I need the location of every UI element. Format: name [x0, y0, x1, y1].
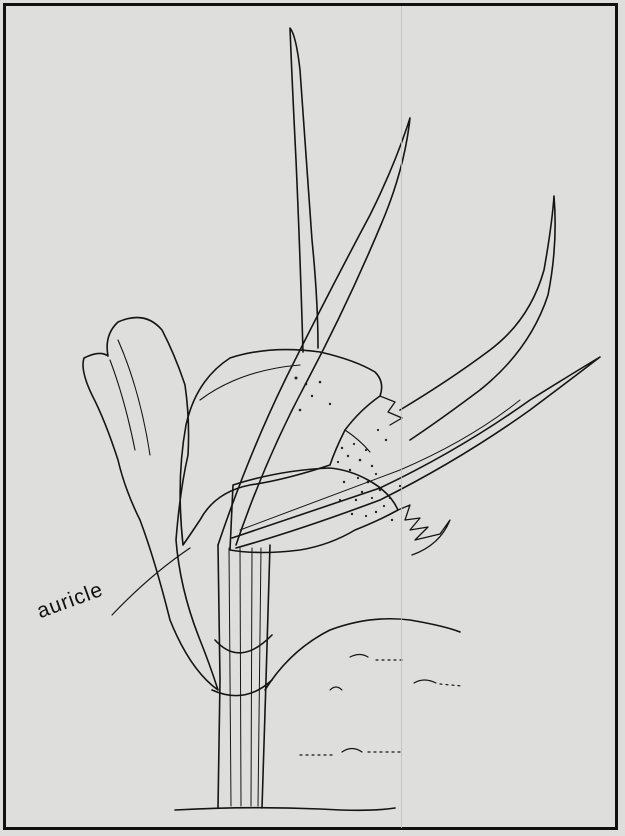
hood — [180, 350, 382, 545]
dorsal-sepal-tail — [290, 28, 318, 352]
lateral-sepal-tail — [232, 357, 600, 548]
stem — [212, 545, 272, 808]
ground-marks — [300, 655, 462, 756]
scan-artifact-line — [401, 6, 402, 828]
floral-bract — [83, 318, 218, 691]
petal-tail-right — [400, 196, 555, 440]
ground-line — [175, 808, 395, 811]
